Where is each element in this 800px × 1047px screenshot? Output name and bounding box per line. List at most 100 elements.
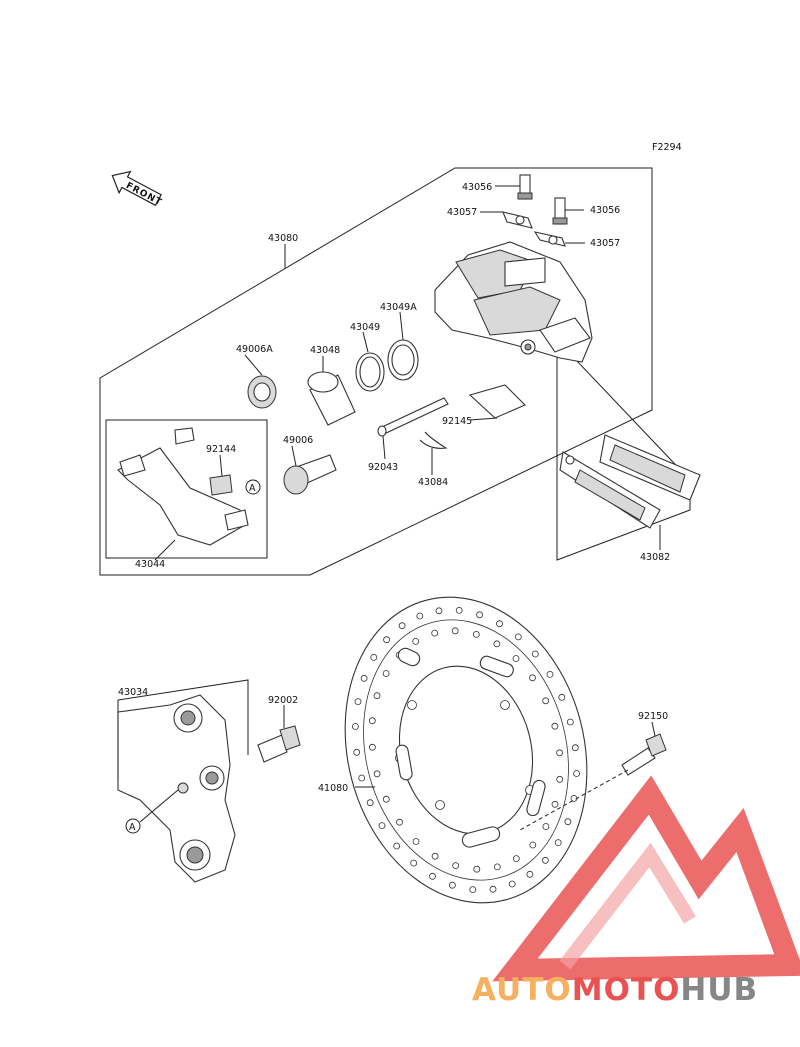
disc-hole <box>368 743 376 751</box>
front-arrow-icon: FRONT <box>111 170 164 208</box>
disc-hole <box>410 859 418 867</box>
disc-hole <box>351 723 359 730</box>
watermark-part2: MOTO <box>572 972 681 1008</box>
disc-hole <box>514 633 522 641</box>
disc-hole <box>546 671 554 678</box>
disc-hole <box>452 862 460 869</box>
disc-hole <box>366 799 374 807</box>
disc-hole <box>556 749 563 757</box>
brake-disc-41080 <box>344 596 588 904</box>
disc-hole <box>360 674 368 682</box>
pad-pin-92043 <box>377 397 449 437</box>
disc-hole <box>489 885 497 893</box>
disc-mount-hole <box>500 700 510 710</box>
brake-pad-inner <box>599 434 701 501</box>
disc-hole <box>382 795 390 803</box>
disc-hole <box>431 629 439 637</box>
figure-code: F2294 <box>652 142 682 153</box>
label-43084: 43084 <box>418 477 448 488</box>
seal-ring-43049 <box>355 352 385 392</box>
rotor-bracket-43034 <box>117 694 236 883</box>
disc-hole <box>496 620 503 628</box>
label-92150: 92150 <box>638 711 668 722</box>
disc-hole <box>551 800 559 808</box>
disc-hole <box>469 886 477 893</box>
bolt-92150 <box>621 733 667 776</box>
disc-hole <box>542 697 550 705</box>
disc-hole <box>556 775 564 783</box>
disc-hole <box>382 670 390 677</box>
disc-hole <box>542 856 549 864</box>
disc-hole <box>431 852 439 860</box>
disc-hole <box>542 823 550 830</box>
reference-marker-a: A <box>245 479 261 495</box>
svg-text:A: A <box>129 822 136 833</box>
disc-hole <box>564 818 572 826</box>
rubber-boot-92144 <box>209 474 233 496</box>
clip-43084 <box>419 431 448 449</box>
disc-hole <box>493 640 501 648</box>
brake-pad-outer <box>559 451 661 529</box>
label-43048: 43048 <box>310 345 340 356</box>
svg-text:A: A <box>249 483 256 494</box>
watermark-part3: HUB <box>680 972 758 1008</box>
svg-text:AUTOMOTOHUB: AUTOMOTOHUB <box>472 972 758 1008</box>
disc-hole <box>571 744 579 752</box>
label-41080: 41080 <box>318 783 348 794</box>
label-43082: 43082 <box>640 552 670 563</box>
label-43034: 43034 <box>118 687 148 698</box>
label-43049A: 43049A <box>380 302 417 313</box>
disc-hole <box>566 718 574 726</box>
disc-hole <box>573 770 580 777</box>
disc-hole <box>373 770 381 778</box>
disc-hole <box>396 818 403 826</box>
disc-hole <box>368 717 376 725</box>
boot-49006 <box>283 454 337 495</box>
disc-hole <box>353 748 361 756</box>
bolt-92002 <box>257 725 301 763</box>
disc-hole <box>435 607 443 615</box>
disc-hole <box>554 839 562 846</box>
label-43056-a: 43056 <box>462 182 492 193</box>
bleeder-valve-icon <box>517 174 568 225</box>
disc-hole <box>416 612 424 620</box>
label-49006A: 49006A <box>236 344 273 355</box>
disc-mount-hole <box>407 700 417 710</box>
leader-92150 <box>651 721 656 737</box>
disc-hole <box>412 638 420 645</box>
watermark-part1: AUTO <box>472 972 572 1008</box>
label-49006: 49006 <box>283 435 313 446</box>
caliper-body <box>434 241 593 363</box>
disc-hole <box>398 622 406 630</box>
reference-marker-a-lower: A <box>125 818 141 834</box>
disc-hole <box>531 650 539 658</box>
label-43044: 43044 <box>135 559 165 570</box>
disc-hole <box>512 655 520 662</box>
disc-hole <box>493 863 501 871</box>
label-92144: 92144 <box>206 444 236 455</box>
caliper-bracket-43044 <box>117 427 249 546</box>
disc-hole <box>393 842 401 850</box>
bleeder-cap-icon <box>502 211 566 247</box>
label-43080: 43080 <box>268 233 298 244</box>
caliper-assembly-outline <box>99 167 653 576</box>
disc-hole <box>529 674 536 682</box>
disc-hole <box>358 774 366 782</box>
label-92043: 92043 <box>368 462 398 473</box>
label-43057-a: 43057 <box>447 207 477 218</box>
disc-hole <box>512 855 520 862</box>
disc-hole <box>370 654 378 661</box>
leader-lines-upper <box>154 185 661 561</box>
seal-ring-43049A <box>387 339 419 381</box>
disc-hole <box>383 636 391 644</box>
piston-43048 <box>307 371 356 426</box>
label-92145: 92145 <box>442 416 472 427</box>
disc-hole <box>373 692 381 700</box>
disc-hole <box>354 698 362 705</box>
disc-hole <box>529 841 537 849</box>
disc-hole <box>448 881 456 889</box>
label-43049: 43049 <box>350 322 380 333</box>
boot-49006A <box>247 375 277 409</box>
disc-hole <box>551 722 559 730</box>
